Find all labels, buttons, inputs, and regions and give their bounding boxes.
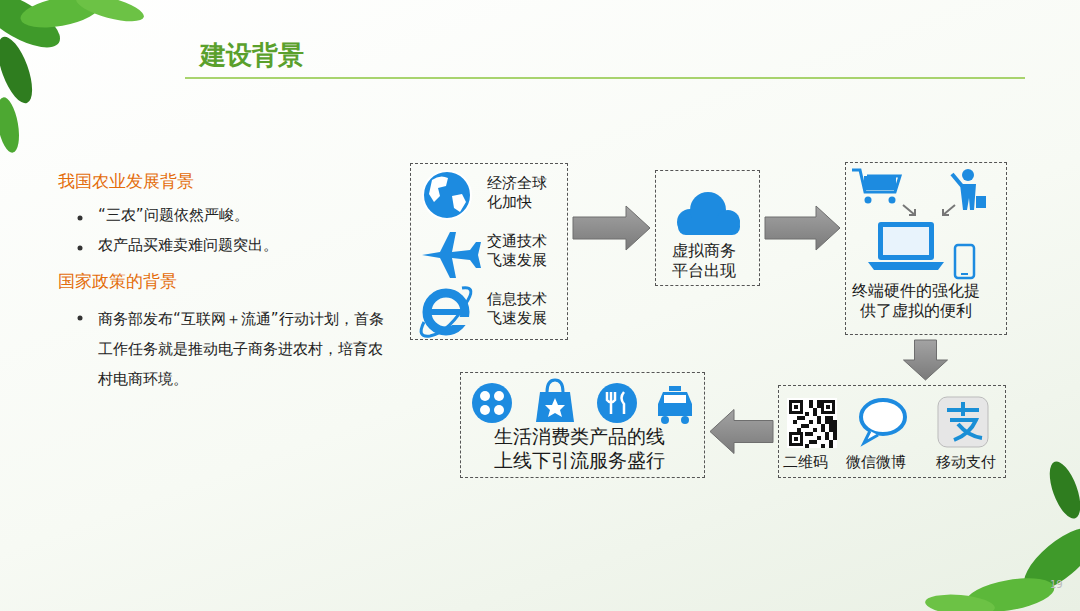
speech-bubble-icon xyxy=(861,400,905,443)
slide-title: 建设背景 xyxy=(200,38,304,73)
block-arrow xyxy=(765,206,840,250)
dashed-box: 终端硬件的强化提供了虚拟的便利 xyxy=(845,162,1007,335)
bullet-text: 农产品买难卖难问题突出。 xyxy=(98,235,388,256)
bullet-dots xyxy=(78,216,83,321)
box-text: 生活消费类产品的线上线下引流服务盛行 xyxy=(491,425,668,473)
block-arrow xyxy=(904,340,948,380)
cart-icon xyxy=(852,170,900,204)
section-heading: 国家政策的背景 xyxy=(58,270,358,294)
alipay-icon xyxy=(938,397,988,447)
cloud-icon xyxy=(677,192,740,235)
box-text: 交通技术飞速发展 xyxy=(487,232,552,270)
section-heading: 我国农业发展背景 xyxy=(58,170,358,194)
box-text: 二维码 xyxy=(783,453,833,472)
hint-arrows xyxy=(903,205,955,215)
laptop-icon xyxy=(868,222,944,270)
box-text: 经济全球化加快 xyxy=(487,174,552,212)
bullet-text: 商务部发布“互联网＋流通”行动计划，首条工作任务就是推动电子商务进农村，培育农村… xyxy=(98,304,388,394)
ie-logo-icon xyxy=(421,288,471,336)
box-text: 终端硬件的强化提供了虚拟的便利 xyxy=(850,281,983,321)
box-text: 虚拟商务平台出现 xyxy=(670,241,739,281)
qr-code-icon xyxy=(787,398,837,448)
bullet-text: “三农”问题依然严峻。 xyxy=(98,205,388,226)
dashed-box: 经济全球化加快交通技术飞速发展信息技术飞速发展 xyxy=(410,163,568,340)
block-arrow xyxy=(573,206,650,250)
person-icon xyxy=(952,169,986,210)
phone-icon xyxy=(955,245,974,278)
title-rule xyxy=(185,77,1025,79)
dashed-box: 二维码微信微博 移动支付 xyxy=(778,385,1006,478)
box-text: 信息技术飞速发展 xyxy=(487,290,552,328)
service-icons xyxy=(472,380,692,424)
dashed-box: 虚拟商务平台出现 xyxy=(655,170,760,286)
box-text: 移动支付 xyxy=(936,453,1001,472)
block-arrow xyxy=(710,410,773,454)
dashed-box: 生活消费类产品的线上线下引流服务盛行 xyxy=(460,372,705,478)
page-number: 19 xyxy=(1050,578,1074,592)
globe-icon xyxy=(423,171,471,219)
box-text: 微信微博 xyxy=(846,453,911,472)
airplane-icon xyxy=(422,232,481,278)
